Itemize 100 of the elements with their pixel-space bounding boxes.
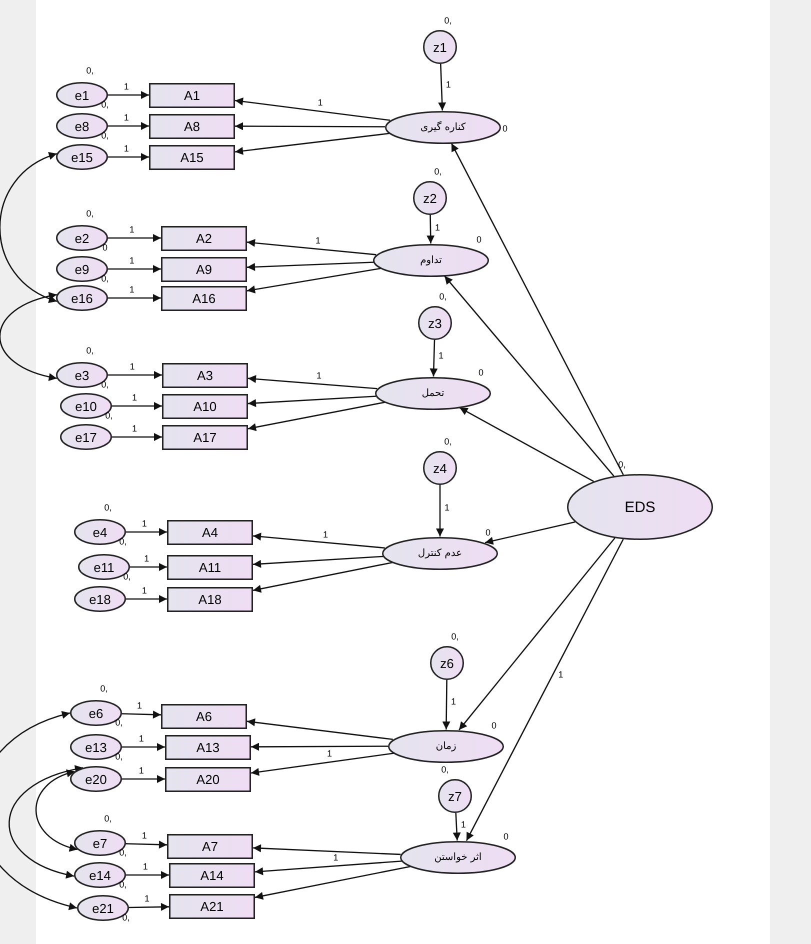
arrow	[430, 340, 438, 377]
indicator-box: A18	[167, 586, 253, 612]
covariance-arrow	[0, 712, 78, 910]
edge-label: 1	[142, 862, 149, 872]
arrow	[426, 215, 435, 244]
arrow	[450, 143, 624, 476]
value-label: 0,	[86, 346, 94, 356]
indicator-box: A17	[162, 424, 248, 450]
edge-label: 1	[122, 82, 130, 92]
edge-label: 1	[128, 256, 136, 266]
arrow	[251, 742, 388, 751]
error-ellipse: e18	[74, 586, 126, 612]
arrow	[458, 538, 616, 730]
error-ellipse: e15	[56, 144, 108, 170]
value-label: 0,	[618, 460, 626, 470]
value-label: 0	[492, 722, 496, 730]
value-label: 0,	[119, 848, 127, 858]
arrow	[108, 265, 161, 273]
edge-label: 1	[143, 554, 150, 564]
edge-label: 1	[326, 750, 334, 759]
edge-label: 1	[140, 520, 148, 528]
indicator-box: A9	[161, 256, 247, 282]
edge-label: 1	[128, 362, 136, 372]
indicator-box: A6	[161, 704, 247, 728]
arrow	[452, 812, 461, 841]
latent-ellipse: اثر خواستن	[400, 840, 516, 874]
indicator-box: A21	[169, 894, 255, 918]
edge-label: 1	[138, 734, 145, 744]
arrow	[235, 122, 385, 130]
arrow	[130, 563, 167, 571]
covariance-arrow	[8, 766, 84, 878]
indicator-box: A13	[165, 734, 251, 760]
arrow	[248, 402, 386, 432]
edge-label: 1	[438, 352, 445, 361]
disturbance-circle: z2	[413, 181, 447, 215]
edge-label: 1	[316, 372, 322, 380]
arrow	[128, 902, 170, 911]
edge-label: 1	[143, 894, 150, 904]
disturbance-circle: z3	[418, 306, 452, 340]
arrow	[108, 91, 149, 99]
error-ellipse: e16	[56, 285, 108, 311]
covariance-arrow	[0, 152, 58, 302]
arrow	[234, 98, 390, 121]
arrow	[248, 396, 376, 408]
arrow	[444, 276, 614, 477]
value-label: 0	[476, 236, 482, 244]
value-label: 0,	[101, 132, 109, 140]
arrow	[126, 595, 167, 603]
latent-ellipse: کناره گیری	[385, 110, 501, 144]
arrow	[252, 556, 384, 568]
covariance-arrow	[0, 292, 58, 380]
arrow	[126, 871, 169, 879]
arrow	[234, 132, 390, 155]
covariance-arrow	[35, 770, 78, 852]
arrow	[252, 844, 401, 856]
error-ellipse: e20	[70, 766, 122, 792]
value-label: 0,	[115, 752, 123, 762]
indicator-box: A14	[169, 862, 255, 888]
edge-label: 1	[138, 766, 145, 776]
disturbance-circle: z4	[423, 451, 457, 485]
value-label: 0,	[439, 292, 447, 302]
edge-label: 1	[316, 98, 324, 108]
arrow	[108, 371, 162, 379]
value-label: 0,	[101, 380, 109, 390]
value-label: 0,	[444, 16, 452, 26]
arrow	[252, 532, 385, 549]
arrow	[122, 743, 165, 751]
edge-label: 1	[122, 144, 130, 154]
arrow	[126, 840, 168, 849]
value-label: 0,	[115, 718, 123, 728]
arrow	[108, 153, 149, 161]
arrow	[254, 866, 411, 900]
edge-label: 1	[136, 702, 144, 711]
edge-label: 1	[140, 832, 148, 841]
value-label: 0,	[105, 412, 113, 420]
arrow	[246, 262, 374, 271]
indicator-box: A20	[165, 766, 251, 792]
arrow	[250, 752, 394, 776]
arrow	[108, 122, 149, 130]
value-label: 0	[502, 124, 508, 134]
arrow	[254, 860, 402, 876]
value-label: 0,	[119, 880, 127, 890]
value-label: 0	[478, 368, 484, 378]
indicator-box: A10	[162, 394, 248, 418]
value-label: 0	[102, 244, 108, 252]
arrow	[112, 433, 162, 441]
value-label: 0,	[104, 814, 112, 824]
disturbance-circle: z6	[430, 646, 464, 680]
value-label: 0,	[100, 684, 108, 694]
latent-ellipse: تحمل	[375, 376, 491, 410]
edge-label: 1	[460, 820, 467, 830]
edge-label: 1	[140, 586, 148, 596]
edge-label: 1	[122, 114, 130, 122]
arrow	[442, 680, 450, 730]
indicator-box: A7	[167, 834, 253, 858]
arrow	[246, 238, 376, 256]
latent-ellipse: EDS	[567, 474, 713, 540]
value-label: 0,	[86, 66, 94, 76]
arrow	[438, 64, 446, 111]
edge-label: 1	[444, 504, 450, 513]
